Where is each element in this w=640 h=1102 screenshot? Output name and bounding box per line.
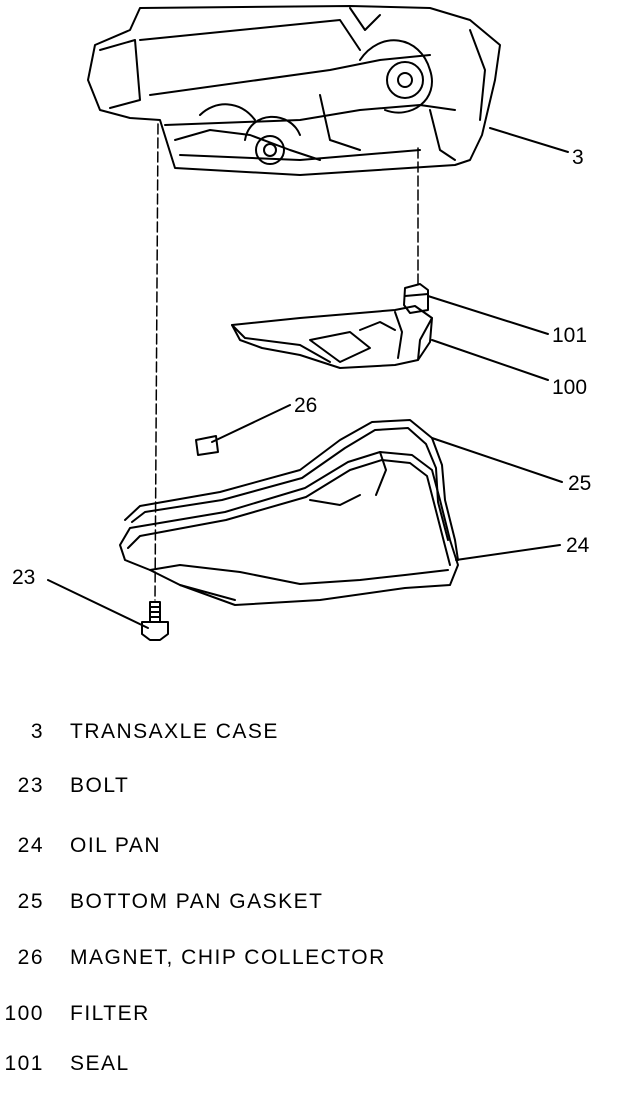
bolt-drawing [141,601,169,641]
legend-row: 24 OIL PAN [0,834,640,864]
legend-row: 26 MAGNET, CHIP COLLECTOR [0,946,640,976]
callout-100: 100 [552,376,587,399]
callout-101: 101 [552,324,587,347]
legend-part-description: BOTTOM PAN GASKET [70,890,324,913]
legend-row: 101 SEAL [0,1052,640,1082]
legend-part-description: FILTER [70,1002,150,1025]
gasket-drawing [124,419,459,561]
legend-part-number: 23 [17,774,44,797]
callout-23: 23 [12,566,35,589]
transaxle-case-drawing [87,5,501,176]
legend-part-number: 25 [17,890,44,913]
legend-row: 100 FILTER [0,1002,640,1032]
callout-26: 26 [294,394,317,417]
exploded-parts-diagram: 3 101 100 26 25 24 23 [12,5,591,641]
legend-part-number: 24 [17,834,44,857]
filter-drawing [231,305,433,369]
alignment-lines [154,123,419,601]
legend-part-number: 101 [4,1052,44,1075]
legend-part-number: 3 [30,720,44,743]
callout-3: 3 [572,146,584,169]
callout-24: 24 [566,534,590,557]
legend-part-number: 26 [17,946,44,969]
legend-row: 23 BOLT [0,774,640,804]
oil-pan-drawing [119,451,459,606]
legend-part-description: TRANSAXLE CASE [70,720,279,743]
seal-drawing [403,283,429,314]
legend-part-description: BOLT [70,774,130,797]
callout-25: 25 [568,472,591,495]
magnet-drawing [195,435,219,456]
legend-part-description: SEAL [70,1052,130,1075]
legend-part-description: OIL PAN [70,834,162,857]
leader-lines [47,127,569,629]
legend-row: 3 TRANSAXLE CASE [0,720,640,750]
legend-part-number: 100 [4,1002,44,1025]
legend-part-description: MAGNET, CHIP COLLECTOR [70,946,386,969]
legend-row: 25 BOTTOM PAN GASKET [0,890,640,920]
